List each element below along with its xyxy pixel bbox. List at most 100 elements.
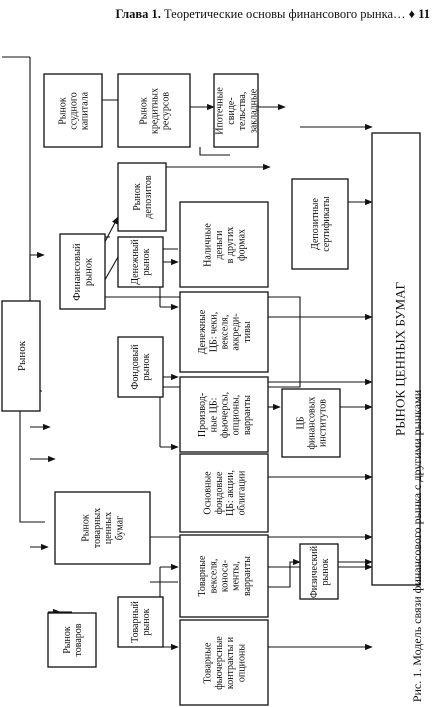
label-line: рынок: [141, 248, 152, 275]
label-line: Производ-: [197, 393, 208, 437]
label-derivatives: Производ-ные ЦБ:фьючерсы,опционы,варрант…: [197, 392, 253, 438]
label-line: Рынок: [16, 340, 28, 371]
label-line: институтов: [318, 399, 329, 447]
figure-caption: Рис. 1. Модель связи финансового рынка с…: [410, 389, 424, 702]
chapter-label: Глава 1.: [115, 7, 161, 21]
box-loan-capital: [43, 73, 103, 148]
label-line: ссудного: [69, 92, 80, 129]
label-mortgage: Ипотечныесвиде-тельства,закладные: [215, 87, 260, 135]
box-cash: [179, 201, 269, 288]
box-deposits-market: [117, 162, 167, 232]
box-deposit-certs: [291, 178, 349, 270]
box-basic-securities: [179, 453, 269, 533]
label-credit-resources: Рыноккредитныхресурсов: [138, 88, 171, 134]
label-line: в других: [225, 227, 236, 264]
label-line: деньги: [214, 230, 225, 260]
label-line: Наличные: [203, 223, 214, 267]
label-line: опционы,: [231, 395, 242, 436]
box-market: [1, 300, 41, 412]
label-line: тельства,: [237, 92, 248, 131]
label-money-securities: ДенежныеЦБ: чеки,векселя,аккреди-тивы: [197, 309, 253, 354]
label-line: Рынок: [132, 183, 143, 211]
box-physical-market: [299, 543, 339, 600]
label-securities-market: РЫНОК ЦЕННЫХ БУМАГ: [393, 282, 408, 437]
label-line: Депозитные: [310, 197, 321, 249]
box-money-securities: [179, 291, 269, 373]
bullet-glyph: ♦: [408, 7, 416, 21]
label-line: кредитных: [150, 88, 161, 134]
label-financial-market: Финансовыйрынок: [72, 243, 95, 301]
label-line: варранты: [242, 395, 253, 435]
label-line: Товарный: [130, 600, 141, 642]
label-line: облигации: [236, 470, 247, 515]
box-securities-market: [371, 132, 421, 586]
page-number: 11: [418, 7, 430, 21]
node-boxes: [1, 73, 421, 706]
label-line: тивы: [242, 321, 253, 342]
label-line: свиде-: [226, 97, 237, 124]
chapter-title: Теоретические основы финансового рынка…: [163, 7, 406, 21]
label-line: фьючерсы,: [220, 392, 231, 438]
label-line: Ипотечные: [215, 87, 226, 135]
label-line: опционы: [236, 644, 247, 682]
label-line: Товарные: [203, 642, 214, 683]
rotated-diagram-group: РынокФинансовыйрынокРынокссудногокапитал…: [1, 56, 421, 706]
label-line: формах: [236, 229, 247, 261]
box-commodity-bills: [179, 534, 269, 618]
label-line: сертификаты: [321, 196, 332, 252]
box-commodity-futures: [179, 619, 269, 706]
box-institutions: [281, 388, 341, 458]
label-line: товаров: [73, 623, 84, 656]
label-commodity-market: Товарныйрынок: [130, 600, 152, 642]
box-commodity-market: [117, 596, 164, 648]
label-line: рынок: [320, 558, 331, 585]
label-line: менты,: [231, 561, 242, 591]
label-market: Рынок: [16, 340, 28, 371]
label-commodity-bills: Товарныевекселя,коносa-менты,варранты: [197, 555, 253, 596]
running-head: Глава 1. Теоретические основы финансовог…: [116, 7, 430, 22]
label-line: фьючерсные: [214, 636, 225, 690]
label-line: фондовые: [214, 471, 225, 514]
box-credit-resources: [117, 73, 191, 148]
label-line: рынок: [84, 257, 95, 286]
label-stock-market: Фондовыйрынок: [130, 344, 152, 390]
label-commodity-futures: Товарныефьючерсныеконтракты иопционы: [203, 636, 248, 690]
market-relations-diagram: РынокФинансовыйрынокРынокссудногокапитал…: [1, 56, 424, 706]
label-line: финансовых: [307, 397, 318, 450]
label-line: рынок: [141, 353, 152, 380]
label-line: векселя,: [220, 315, 231, 350]
label-commodity-securities-market: Рыноктоварныхценныхбумаг: [81, 508, 126, 548]
label-line: контракты и: [225, 636, 236, 689]
label-line: ные ЦБ:: [208, 398, 219, 433]
label-line: ЦБ: акции,: [225, 470, 236, 516]
label-line: Рынок: [57, 97, 68, 125]
label-basic-securities: ОсновныефондовыеЦБ: акции,облигации: [203, 470, 248, 516]
label-line: Рынок: [81, 514, 92, 542]
label-line: Физический: [309, 545, 320, 598]
box-financial-market: [59, 233, 106, 310]
label-line: капитала: [80, 91, 91, 130]
label-line: рынок: [141, 608, 152, 635]
label-line: варранты: [242, 556, 253, 596]
label-line: аккреди-: [231, 313, 242, 350]
label-line: РЫНОК ЦЕННЫХ БУМАГ: [393, 282, 408, 437]
box-commodity-securities-market: [54, 491, 151, 565]
label-line: депозитов: [143, 175, 154, 218]
label-line: ЦБ: [295, 416, 306, 429]
label-line: бумаг: [114, 516, 125, 540]
label-line: Основные: [203, 471, 214, 515]
box-mortgage: [213, 73, 259, 148]
box-stock-market: [117, 336, 164, 398]
label-line: Денежные: [197, 309, 208, 354]
label-line: Товарные: [197, 555, 208, 596]
label-line: ресурсов: [161, 92, 172, 130]
label-line: ценных: [103, 512, 114, 544]
label-line: закладные: [248, 88, 259, 133]
label-line: Рынок: [138, 97, 149, 125]
label-line: коносa-: [220, 560, 231, 592]
label-line: Рынок: [62, 626, 73, 654]
box-goods-market: [47, 612, 97, 668]
box-money-market: [117, 236, 164, 288]
label-cash: Наличныеденьгив другихформах: [203, 223, 248, 267]
page-header: Глава 1. Теоретические основы финансовог…: [0, 0, 436, 26]
